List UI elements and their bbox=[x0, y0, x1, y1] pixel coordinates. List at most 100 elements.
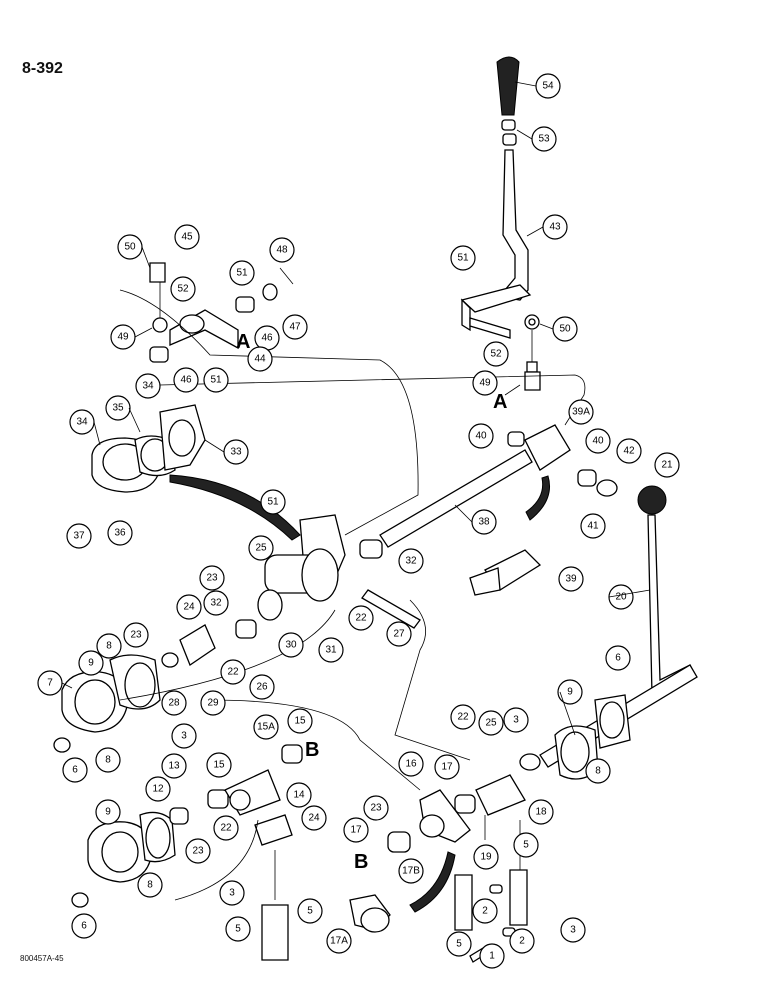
callout-6: 6 bbox=[71, 913, 97, 939]
svg-text:23: 23 bbox=[370, 803, 382, 814]
svg-text:23: 23 bbox=[130, 630, 142, 641]
callout-47: 47 bbox=[282, 314, 308, 340]
svg-text:34: 34 bbox=[76, 417, 88, 428]
callout-49: 49 bbox=[110, 324, 136, 350]
svg-text:49: 49 bbox=[117, 332, 129, 343]
svg-text:22: 22 bbox=[457, 712, 469, 723]
callout-17a: 17A bbox=[326, 928, 352, 954]
svg-text:29: 29 bbox=[207, 698, 219, 709]
callout-40: 40 bbox=[468, 423, 494, 449]
svg-text:5: 5 bbox=[307, 906, 313, 917]
upper-flange-assembly bbox=[91, 404, 301, 541]
callout-3: 3 bbox=[171, 723, 197, 749]
svg-text:24: 24 bbox=[308, 813, 320, 824]
callout-17: 17 bbox=[343, 817, 369, 843]
svg-text:6: 6 bbox=[72, 765, 78, 776]
svg-text:40: 40 bbox=[475, 431, 487, 442]
svg-text:42: 42 bbox=[623, 446, 635, 457]
svg-text:21: 21 bbox=[661, 460, 673, 471]
callout-39a: 39A bbox=[568, 399, 594, 425]
svg-text:16: 16 bbox=[405, 759, 417, 770]
callout-7: 7 bbox=[37, 670, 63, 696]
svg-text:22: 22 bbox=[227, 667, 239, 678]
svg-text:50: 50 bbox=[559, 324, 571, 335]
callout-24: 24 bbox=[301, 805, 327, 831]
callout-6: 6 bbox=[605, 645, 631, 671]
callout-2: 2 bbox=[509, 928, 535, 954]
lower-right-arm-assembly bbox=[387, 774, 528, 963]
callout-40: 40 bbox=[585, 428, 611, 454]
svg-text:31: 31 bbox=[325, 645, 337, 656]
callout-52: 52 bbox=[170, 276, 196, 302]
callout-15a: 15A bbox=[253, 714, 279, 740]
detail-17a-part bbox=[349, 894, 391, 933]
svg-text:6: 6 bbox=[81, 921, 87, 932]
callout-51: 51 bbox=[203, 367, 229, 393]
callout-22: 22 bbox=[450, 704, 476, 730]
callout-46: 46 bbox=[254, 325, 280, 351]
callout-16: 16 bbox=[398, 751, 424, 777]
cross-shaft-assembly bbox=[379, 424, 618, 596]
callout-50: 50 bbox=[552, 316, 578, 342]
svg-text:52: 52 bbox=[177, 284, 189, 295]
svg-text:51: 51 bbox=[210, 375, 222, 386]
callout-15: 15 bbox=[287, 708, 313, 734]
document-code: 800457A-45 bbox=[20, 954, 64, 963]
callout-33: 33 bbox=[223, 439, 249, 465]
svg-text:27: 27 bbox=[393, 629, 405, 640]
callout-3: 3 bbox=[560, 917, 586, 943]
callout-45: 45 bbox=[174, 224, 200, 250]
svg-text:22: 22 bbox=[220, 823, 232, 834]
callout-18: 18 bbox=[528, 799, 554, 825]
callout-52: 52 bbox=[483, 341, 509, 367]
svg-text:12: 12 bbox=[152, 784, 164, 795]
lower-right-lever-assembly bbox=[519, 485, 698, 780]
svg-text:46: 46 bbox=[180, 375, 192, 386]
svg-text:6: 6 bbox=[615, 653, 621, 664]
svg-text:23: 23 bbox=[192, 846, 204, 857]
callout-9: 9 bbox=[78, 650, 104, 676]
callout-6: 6 bbox=[62, 757, 88, 783]
svg-text:23: 23 bbox=[206, 573, 218, 584]
svg-text:51: 51 bbox=[267, 497, 279, 508]
svg-text:54: 54 bbox=[542, 81, 554, 92]
callout-13: 13 bbox=[161, 753, 187, 779]
svg-text:37: 37 bbox=[73, 531, 85, 542]
routing-lines bbox=[119, 289, 586, 901]
callout-43: 43 bbox=[542, 214, 568, 240]
callout-44: 44 bbox=[247, 346, 273, 372]
svg-text:50: 50 bbox=[124, 242, 136, 253]
callout-8: 8 bbox=[95, 747, 121, 773]
callout-35: 35 bbox=[105, 395, 131, 421]
svg-text:9: 9 bbox=[105, 807, 111, 818]
callout-30: 30 bbox=[278, 632, 304, 658]
callout-3: 3 bbox=[503, 707, 529, 733]
callout-8: 8 bbox=[96, 633, 122, 659]
svg-text:3: 3 bbox=[229, 888, 235, 899]
svg-text:45: 45 bbox=[181, 232, 193, 243]
callout-22: 22 bbox=[213, 815, 239, 841]
svg-text:30: 30 bbox=[285, 640, 297, 651]
callout-39: 39 bbox=[558, 566, 584, 592]
svg-text:5: 5 bbox=[523, 840, 529, 851]
callout-8: 8 bbox=[585, 758, 611, 784]
lower-center-shaft-assembly bbox=[169, 744, 303, 961]
svg-text:26: 26 bbox=[256, 682, 268, 693]
upper-left-arm-assembly bbox=[149, 262, 294, 363]
callout-23: 23 bbox=[199, 565, 225, 591]
svg-text:3: 3 bbox=[570, 925, 576, 936]
svg-text:8: 8 bbox=[105, 755, 111, 766]
callout-14: 14 bbox=[286, 782, 312, 808]
callout-48: 48 bbox=[269, 237, 295, 263]
callout-17b: 17B bbox=[398, 858, 424, 884]
callout-23: 23 bbox=[123, 622, 149, 648]
svg-text:43: 43 bbox=[549, 222, 561, 233]
svg-text:39: 39 bbox=[565, 574, 577, 585]
callout-9: 9 bbox=[557, 679, 583, 705]
callout-23: 23 bbox=[363, 795, 389, 821]
callout-34: 34 bbox=[69, 409, 95, 435]
svg-text:32: 32 bbox=[210, 598, 222, 609]
callout-8: 8 bbox=[137, 872, 163, 898]
callout-29: 29 bbox=[200, 690, 226, 716]
